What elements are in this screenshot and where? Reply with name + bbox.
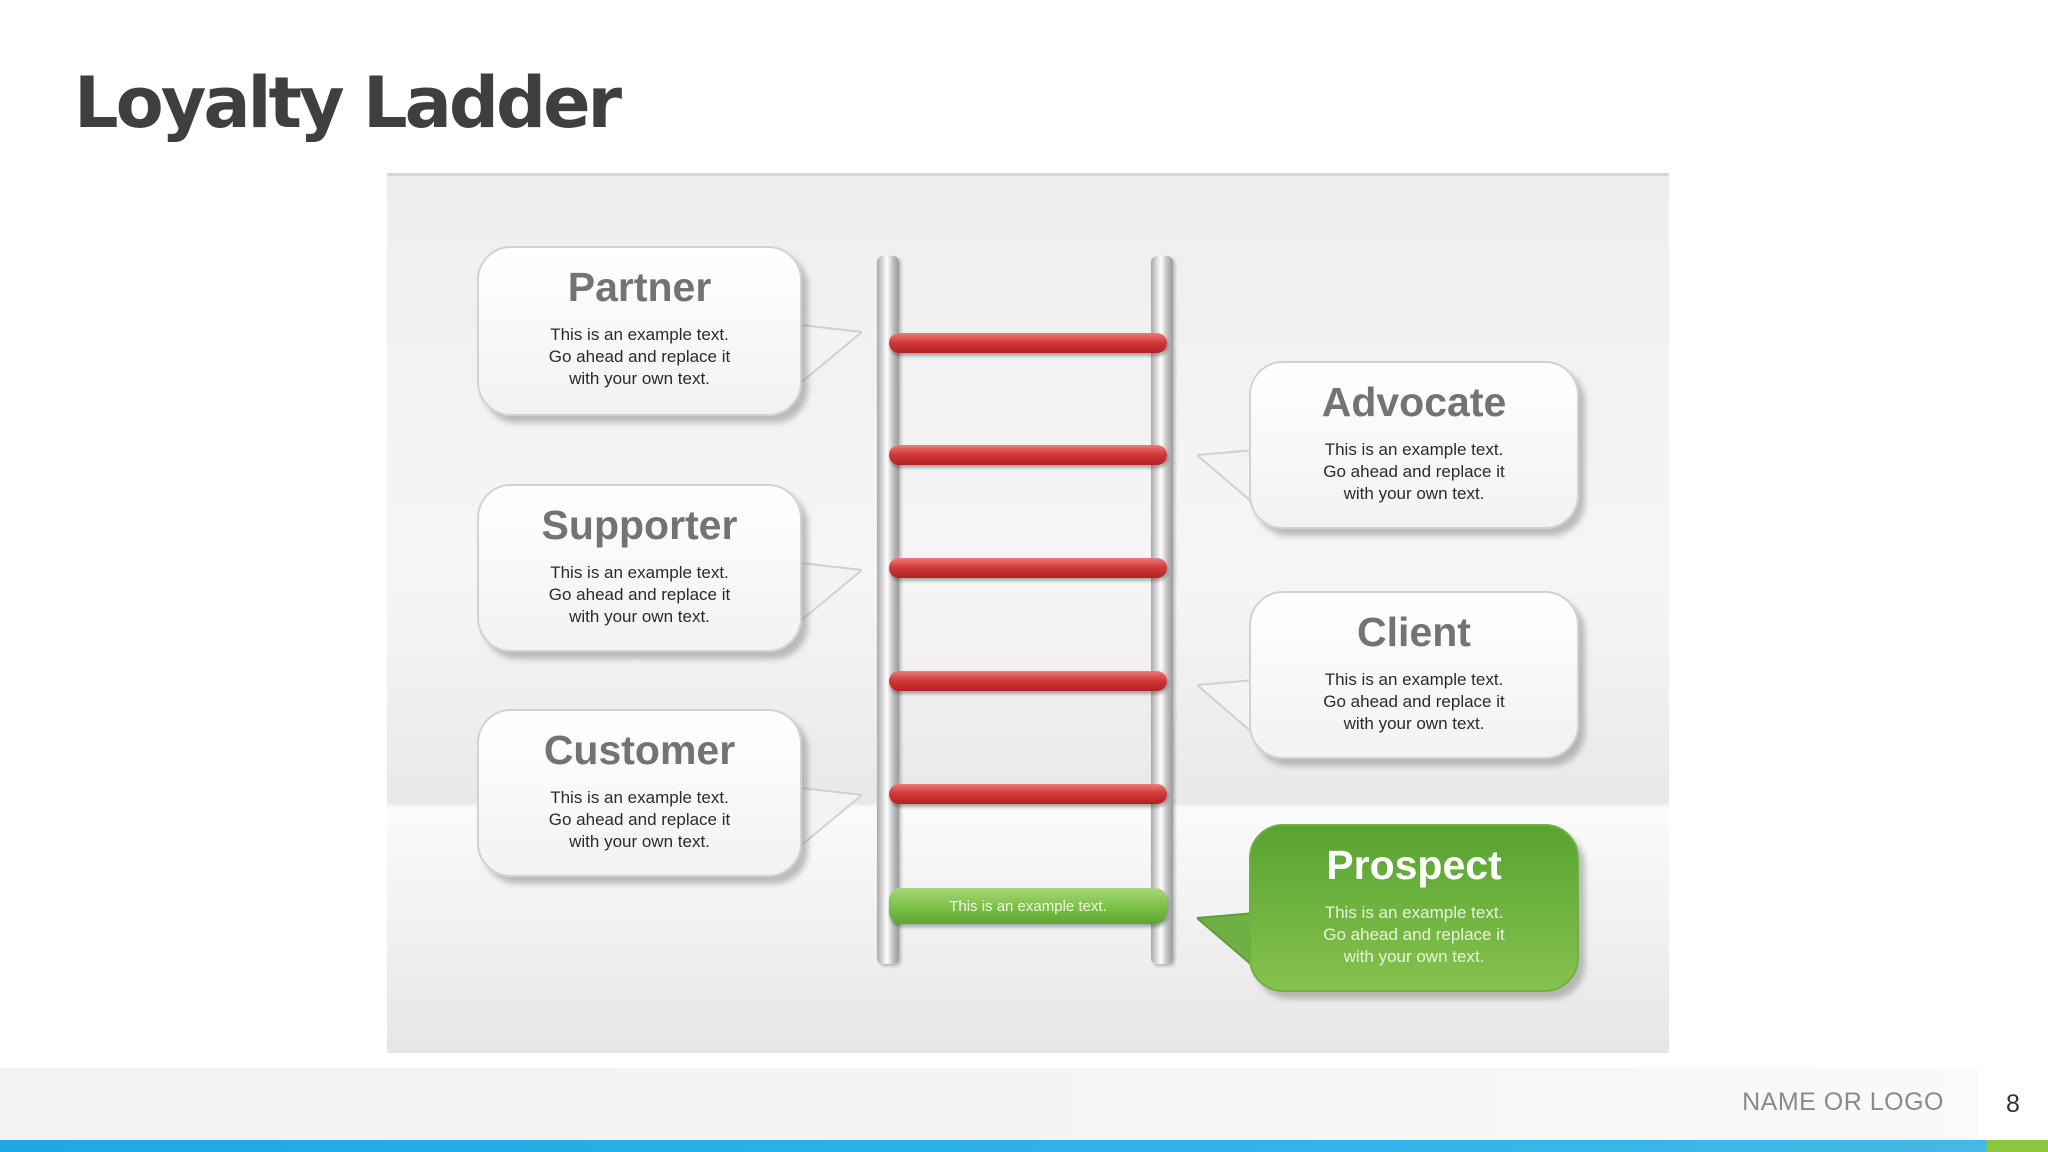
slide-title: Loyalty Ladder bbox=[74, 62, 622, 144]
bubble-body bbox=[1249, 591, 1579, 759]
bubble-body bbox=[1249, 361, 1579, 529]
footer-accent-bar bbox=[0, 1140, 2048, 1152]
bubble-body bbox=[477, 246, 802, 416]
stage-description: This is an example text.Go ahead and rep… bbox=[548, 325, 731, 388]
stage-description: This is an example text.Go ahead and rep… bbox=[1323, 903, 1505, 966]
bubble-body bbox=[477, 709, 802, 877]
footer-logo-text: NAME OR LOGO bbox=[1742, 1088, 1944, 1116]
ladder-rung-customer bbox=[889, 784, 1167, 804]
stage-bubble-advocate: Advocate This is an example text.Go ahea… bbox=[1197, 361, 1579, 529]
ladder-rung-supporter bbox=[889, 558, 1167, 578]
stage-title: Supporter bbox=[541, 502, 738, 548]
bubble-body bbox=[477, 484, 802, 652]
stage-bubble-partner: Partner This is an example text.Go ahead… bbox=[477, 246, 862, 416]
ladder-rail-right bbox=[1151, 256, 1173, 964]
stage-title: Client bbox=[1357, 609, 1471, 655]
bubble-pointer bbox=[792, 322, 862, 392]
stage-description: This is an example text.Go ahead and rep… bbox=[1323, 670, 1505, 733]
stage-bubble-prospect: Prospect This is an example text.Go ahea… bbox=[1197, 824, 1579, 992]
stage-bubble-client: Client This is an example text.Go ahead … bbox=[1197, 591, 1579, 759]
stage-title: Customer bbox=[543, 727, 736, 773]
stage-description: This is an example text.Go ahead and rep… bbox=[548, 788, 731, 851]
page-number: 8 bbox=[2006, 1090, 2020, 1118]
bubble-pointer bbox=[792, 785, 862, 855]
bubble-pointer bbox=[792, 560, 862, 630]
bubble-body bbox=[1249, 824, 1579, 992]
ladder-rung-prospect: This is an example text. bbox=[889, 888, 1167, 924]
ladder-rung-partner bbox=[889, 333, 1167, 353]
ladder-rung-client bbox=[889, 671, 1167, 691]
ladder-rail-left bbox=[877, 256, 899, 964]
stage-description: This is an example text.Go ahead and rep… bbox=[548, 563, 731, 626]
page-number-box: 8 bbox=[1978, 1068, 2048, 1140]
stage-bubble-supporter: Supporter This is an example text.Go ahe… bbox=[477, 484, 862, 652]
ladder-rung-advocate bbox=[889, 445, 1167, 465]
loyalty-ladder-diagram: Partner This is an example text.Go ahead… bbox=[387, 173, 1669, 1053]
stage-title: Advocate bbox=[1321, 379, 1507, 425]
stage-title: Partner bbox=[567, 264, 712, 310]
footer-bar: NAME OR LOGO bbox=[0, 1068, 2048, 1140]
stage-bubble-customer: Customer This is an example text.Go ahea… bbox=[477, 709, 862, 877]
stage-title: Prospect bbox=[1326, 842, 1502, 888]
stage-description: This is an example text.Go ahead and rep… bbox=[1323, 440, 1505, 503]
